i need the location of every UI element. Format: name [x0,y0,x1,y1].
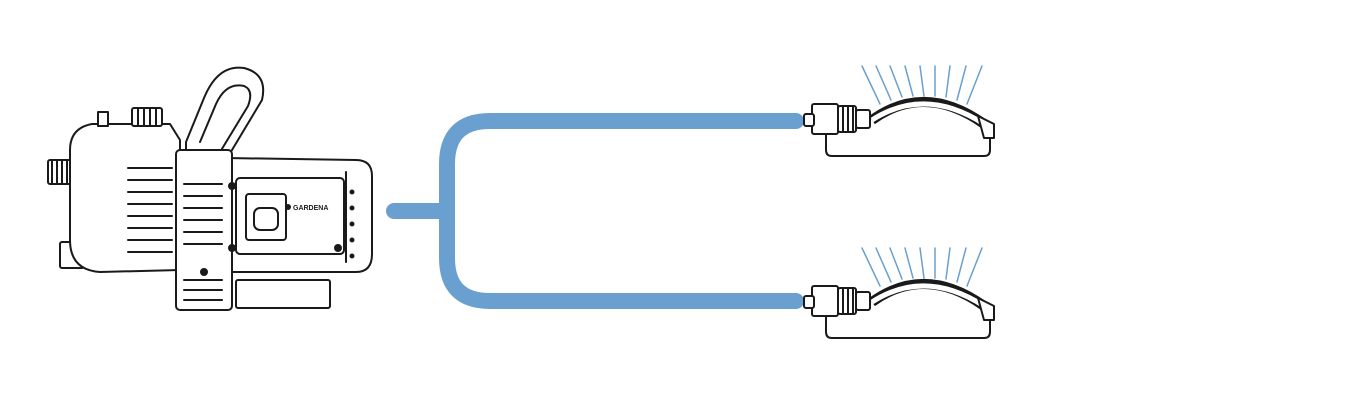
spray-lines-top [861,65,983,105]
brand-label: GARDENA [293,205,328,212]
spray-lines-bottom [861,247,983,287]
hose-branch-bottom [439,203,804,309]
sprinkler-bottom [803,247,995,339]
oscillating-sprinkler-icon [803,97,995,157]
hose-branch-top [439,113,804,219]
hose-system [386,113,804,309]
garden-pump-icon [47,66,373,311]
oscillating-sprinkler-icon [803,279,995,339]
sprinkler-top [803,65,995,157]
